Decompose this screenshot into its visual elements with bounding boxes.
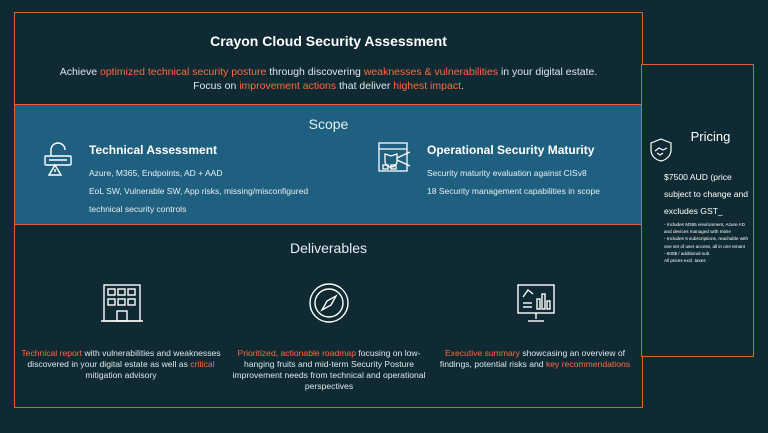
operational-line-1: Security maturity evaluation against CIS… (427, 168, 587, 178)
pricing-title: Pricing (690, 129, 731, 144)
operational-maturity-title: Operational Security Maturity (427, 143, 595, 157)
scope-panel: Scope Technical Assessment Azure, M365, … (14, 104, 643, 225)
roadmap-text: Prioritized, actionable roadmap focusing… (232, 348, 426, 391)
technical-line-2: EoL SW, Vulnerable SW, App risks, missin… (89, 186, 309, 196)
security-dashboard-icon (378, 142, 411, 172)
handshake-shield-icon (650, 138, 672, 162)
pricing-note-3: - 500$ / additional sub. (664, 250, 711, 256)
intro-line-2: Focus on improvement actions that delive… (193, 80, 464, 92)
deliverables-heading: Deliverables (289, 240, 368, 256)
scope-heading: Scope (308, 116, 349, 132)
unlock-warning-icon (44, 142, 72, 176)
technical-report-text: Technical report with vulnerabilities an… (21, 348, 221, 380)
technical-assessment-title: Technical Assessment (89, 143, 218, 157)
intro-text: Achieve optimized technical security pos… (15, 65, 642, 93)
technical-line-1: Azure, M365, Endpoints, AD + AAD (89, 168, 223, 178)
pricing-notes: - Includes M365 environment, Azure AD an… (664, 221, 750, 264)
pricing-price: $7500 AUD (price subject to change and e… (664, 172, 749, 216)
pricing-panel: Pricing $7500 AUD (price subject to chan… (641, 64, 754, 357)
executive-summary-text: Executive summary showcasing an overview… (439, 348, 631, 369)
pricing-note-4: All prices excl. taxes (664, 258, 706, 264)
page-title: Crayon Cloud Security Assessment (210, 33, 447, 49)
intro-line-1: Achieve optimized technical security pos… (59, 66, 598, 78)
building-icon (101, 284, 143, 322)
compass-icon (309, 283, 349, 323)
pricing-note-2: - Includes 5 subscriptions, reachable wi… (664, 236, 749, 249)
technical-line-3: technical security controls (89, 204, 187, 214)
presentation-chart-icon (517, 284, 555, 322)
deliverables-panel: Deliverables Technical report with vulne… (14, 224, 643, 408)
header-panel: Crayon Cloud Security Assessment Achieve… (14, 12, 643, 105)
pricing-note-1: - Includes M365 environment, Azure AD an… (664, 222, 745, 235)
operational-line-2: 18 Security management capabilities in s… (427, 186, 600, 196)
